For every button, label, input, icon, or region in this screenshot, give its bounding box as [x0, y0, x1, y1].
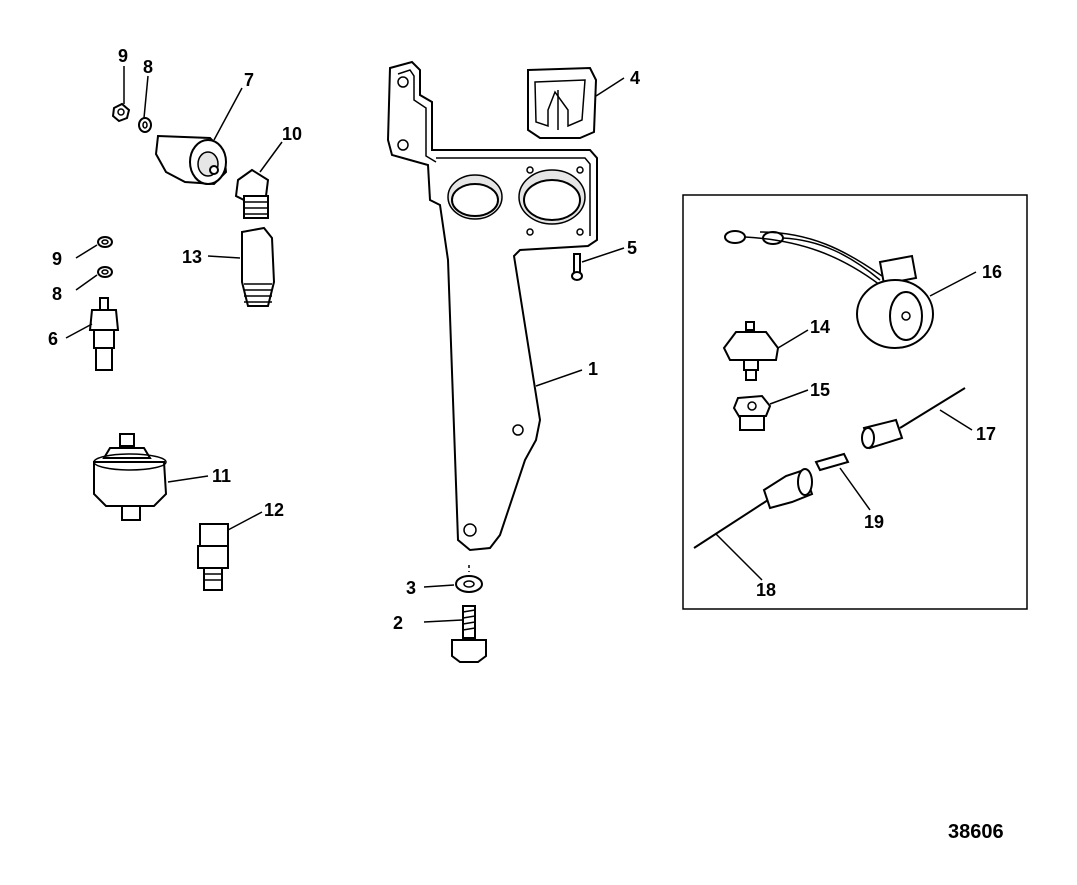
fitting-part-12 — [197, 523, 229, 591]
sensor-part-14 — [722, 321, 780, 381]
inset-frame — [682, 194, 1028, 610]
figure-number: 38606 — [948, 821, 1004, 843]
callout-10: 10 — [282, 124, 302, 144]
sender-part-6 — [88, 297, 120, 371]
nut-part-9-top — [111, 102, 131, 123]
callout-3: 3 — [406, 578, 416, 598]
callout-14: 14 — [810, 317, 830, 337]
pin-part-19 — [814, 452, 850, 472]
washer-part-8-left — [97, 266, 113, 278]
bracket-part-1 — [386, 60, 598, 552]
callout-13: 13 — [182, 247, 202, 267]
callout-15: 15 — [810, 380, 830, 400]
connector-part-18 — [693, 468, 814, 549]
callout-9-left: 9 — [52, 249, 62, 269]
callout-19: 19 — [864, 512, 884, 532]
callout-9-top: 9 — [118, 46, 128, 66]
fitting-part-10 — [234, 168, 270, 219]
leader-lines — [65, 66, 977, 623]
callout-16: 16 — [982, 262, 1002, 282]
callout-labels: 9 8 7 10 9 8 6 13 11 12 1 3 2 4 5 16 14 … — [48, 46, 1002, 633]
adapter-part-13 — [241, 226, 276, 307]
connector-part-17 — [861, 387, 966, 450]
callout-8-left: 8 — [52, 284, 62, 304]
switch-part-11 — [93, 433, 168, 521]
callout-7: 7 — [244, 70, 254, 90]
clip-part-4 — [527, 66, 598, 139]
callout-4: 4 — [630, 68, 640, 88]
callout-5: 5 — [627, 238, 637, 258]
callout-6: 6 — [48, 329, 58, 349]
callout-17: 17 — [976, 424, 996, 444]
callout-11: 11 — [212, 466, 231, 486]
nut-part-9-left — [97, 236, 113, 248]
washer-part-3 — [455, 565, 483, 593]
harness-part-16 — [724, 230, 934, 349]
callout-12: 12 — [264, 500, 284, 520]
callout-2: 2 — [393, 613, 403, 633]
sender-part-7 — [154, 134, 228, 186]
callout-1: 1 — [588, 359, 598, 379]
callout-8-top: 8 — [143, 57, 153, 77]
callout-18: 18 — [756, 580, 776, 600]
adapter-part-15 — [732, 394, 772, 431]
bolt-part-2 — [451, 605, 487, 663]
washer-part-8-top — [138, 117, 152, 133]
screw-part-5 — [571, 253, 583, 281]
